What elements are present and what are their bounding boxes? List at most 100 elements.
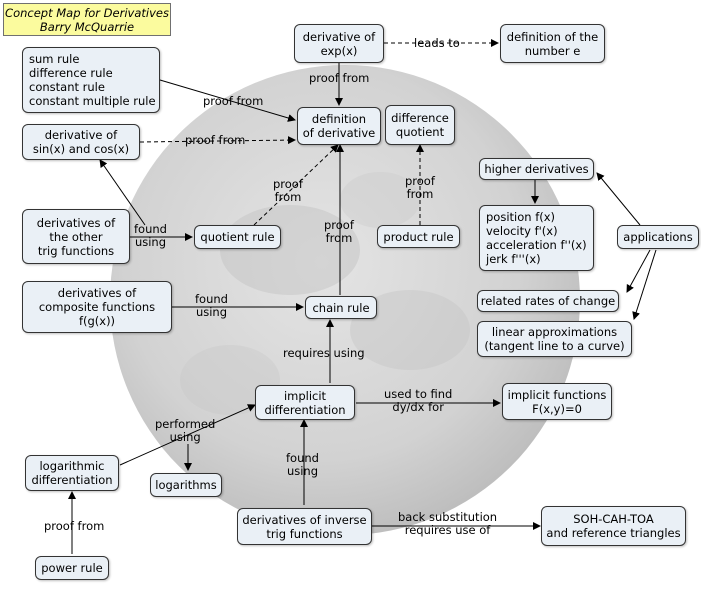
node-text: derivatives of (36, 215, 116, 230)
link-label-proof-from-exp: proof from (309, 72, 369, 85)
link-label-proof-from-quotient: proof from (273, 178, 303, 204)
link-label-requires-using: requires using (283, 347, 365, 360)
link-text: using (169, 430, 201, 444)
node-definition-e[interactable]: definition of the number e (500, 24, 605, 63)
node-text: power rule (41, 561, 103, 575)
title-line-1: Concept Map for Derivatives (5, 6, 169, 20)
node-inverse-trig[interactable]: derivatives of inverse trig functions (237, 508, 372, 545)
link-text: back substitution (398, 510, 498, 524)
node-implicit-functions[interactable]: implicit functions F(x,y)=0 (502, 383, 612, 420)
node-implicit-differentiation[interactable]: implicit differentiation (255, 385, 355, 420)
link-text: proof (405, 174, 435, 188)
node-applications[interactable]: applications (617, 225, 699, 249)
node-text: constant rule (29, 80, 105, 94)
link-text: performed (155, 417, 216, 431)
node-text: definition (311, 112, 367, 126)
link-label-found-using-trig: found using (134, 223, 167, 249)
link-text: used to find (384, 387, 453, 401)
node-text: velocity f'(x) (486, 224, 558, 238)
link-text: using (134, 235, 167, 249)
link-text: using (195, 305, 228, 319)
link-text: from (406, 187, 434, 201)
link-text: proof from (309, 71, 370, 85)
node-text: the other (49, 229, 103, 244)
link-label-proof-from-product: proof from (405, 175, 435, 201)
link-label-proof-from-chain: proof from (324, 219, 354, 245)
node-text: chain rule (312, 300, 370, 315)
link-text: proof from (44, 519, 105, 533)
node-position-velocity[interactable]: position f(x) velocity f'(x) acceleratio… (479, 205, 594, 271)
node-power-rule[interactable]: power rule (35, 556, 109, 580)
link-text: using (286, 464, 319, 478)
link-label-used-to-find: used to find dy/dx for (384, 388, 452, 414)
node-text: derivative of (44, 128, 118, 142)
link-text: proof (324, 218, 354, 232)
node-definition-derivative[interactable]: definition of derivative (297, 107, 381, 145)
node-quotient-rule[interactable]: quotient rule (194, 225, 281, 249)
link-text: proof from (203, 94, 264, 108)
node-logarithms[interactable]: logarithms (150, 473, 222, 497)
node-text: related rates of change (480, 294, 616, 308)
node-rules[interactable]: sum rule difference rule constant rule c… (22, 47, 160, 113)
link-text: requires using (283, 346, 365, 360)
node-text: differentiation (31, 473, 113, 487)
node-text: quotient (395, 125, 445, 139)
node-text: F(x,y)=0 (532, 401, 582, 416)
node-text: logarithmic (39, 459, 105, 473)
link-text: dy/dx for (392, 400, 444, 414)
link-text: found (134, 222, 167, 236)
link-text: requires use of (404, 523, 491, 537)
node-linear-approximations[interactable]: linear approximations (tangent line to a… (477, 321, 632, 357)
node-text: difference rule (29, 66, 113, 80)
node-text: quotient rule (200, 230, 275, 244)
node-derivative-exp[interactable]: derivative of exp(x) (294, 24, 384, 63)
link-label-leads-to: leads to (414, 37, 460, 50)
node-text: product rule (383, 229, 454, 244)
node-text: derivatives of (57, 286, 137, 300)
map-title: Concept Map for Derivatives Barry McQuar… (3, 3, 171, 36)
node-text: constant multiple rule (29, 94, 156, 108)
link-label-performed-using: performed using (155, 418, 215, 444)
link-text: from (274, 190, 302, 204)
link-text: found (195, 292, 228, 306)
node-related-rates[interactable]: related rates of change (477, 290, 619, 312)
node-text: logarithms (155, 478, 217, 492)
node-text: exp(x) (320, 43, 358, 58)
node-difference-quotient[interactable]: difference quotient (385, 105, 455, 145)
node-chain-rule[interactable]: chain rule (305, 296, 377, 319)
link-text: found (286, 451, 319, 465)
link-text: proof from (185, 133, 246, 147)
link-label-proof-from-power: proof from (44, 520, 104, 533)
node-text: of derivative (302, 126, 376, 140)
node-text: implicit functions (507, 387, 607, 402)
link-label-back-substitution: back substitution requires use of (398, 511, 497, 537)
node-other-trig[interactable]: derivatives of the other trig functions (22, 209, 130, 264)
node-soh-cah-toa[interactable]: SOH-CAH-TOA and reference triangles (541, 506, 686, 546)
node-text: derivatives of inverse (242, 512, 367, 527)
link-text: leads to (414, 36, 460, 50)
link-label-found-using-composite: found using (195, 293, 228, 319)
node-text: sin(x) and cos(x) (32, 142, 130, 156)
node-text: acceleration f''(x) (486, 238, 587, 252)
node-derivative-sin-cos[interactable]: derivative of sin(x) and cos(x) (22, 124, 140, 160)
node-text: higher derivatives (484, 162, 589, 176)
node-text: sum rule (29, 52, 80, 66)
link-label-proof-from-sin: proof from (185, 134, 245, 147)
node-text: f(g(x)) (78, 314, 116, 328)
node-composite-functions[interactable]: derivatives of composite functions f(g(x… (22, 281, 172, 333)
node-text: composite functions (38, 300, 156, 314)
node-text: number e (524, 43, 581, 58)
node-text: trig functions (37, 243, 115, 258)
link-text: proof (273, 177, 303, 191)
node-text: jerk f'''(x) (486, 252, 541, 266)
node-text: linear approximations (491, 325, 618, 339)
node-product-rule[interactable]: product rule (377, 225, 460, 248)
node-higher-derivatives[interactable]: higher derivatives (479, 158, 594, 180)
node-text: difference (391, 111, 449, 125)
node-logarithmic-differentiation[interactable]: logarithmic differentiation (25, 455, 119, 491)
node-text: and reference triangles (546, 526, 681, 540)
node-text: SOH-CAH-TOA (573, 512, 654, 526)
node-text: implicit (283, 388, 327, 403)
node-text: (tangent line to a curve) (484, 339, 625, 353)
